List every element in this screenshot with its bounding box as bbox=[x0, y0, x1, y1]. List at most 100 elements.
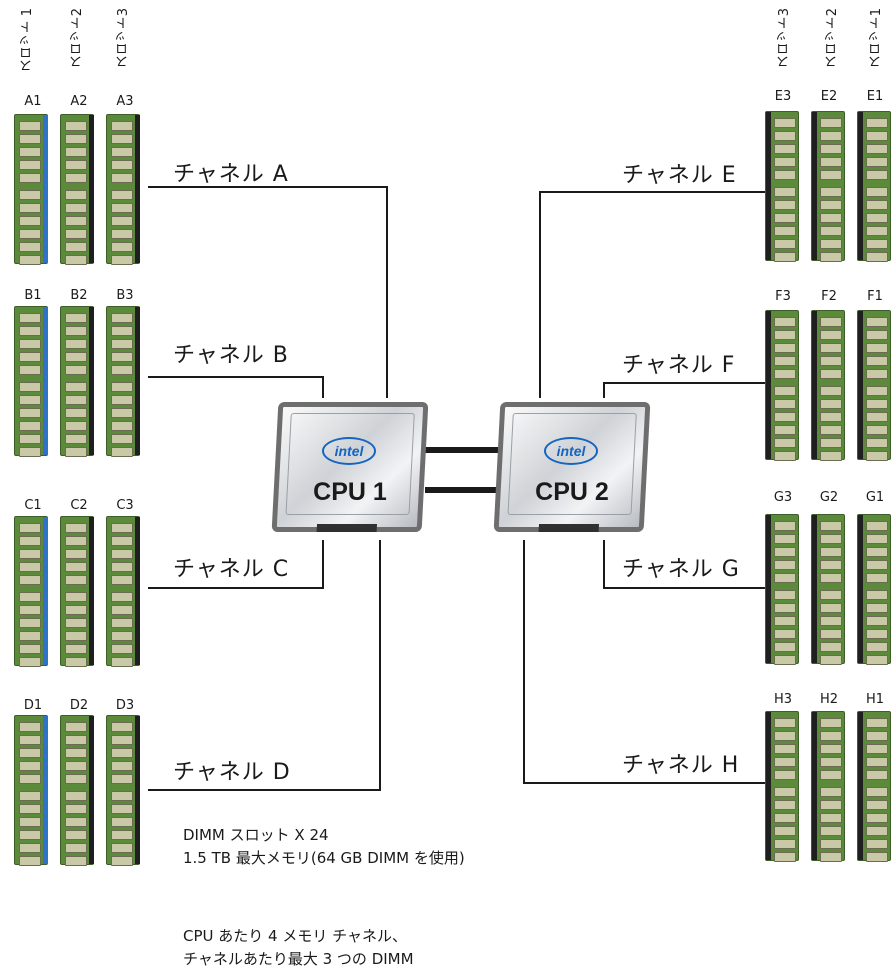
dimm-label-e2: E2 bbox=[814, 90, 844, 104]
dimm-module-a2 bbox=[60, 114, 94, 264]
dimm-label-h2: H2 bbox=[814, 693, 844, 707]
dimm-chip bbox=[19, 631, 41, 641]
dimm-label-d2: D2 bbox=[64, 699, 94, 713]
dimm-chip bbox=[111, 592, 133, 602]
dimm-label-g2: G2 bbox=[814, 491, 844, 505]
dimm-chip bbox=[65, 536, 87, 546]
dimm-chip bbox=[65, 631, 87, 641]
dimm-module-b3 bbox=[106, 306, 140, 456]
dimm-label-b2: B2 bbox=[64, 289, 94, 303]
dimm-chip bbox=[19, 229, 41, 239]
dimm-chip bbox=[820, 399, 842, 409]
dimm-label-a2: A2 bbox=[64, 95, 94, 109]
dimm-chip bbox=[111, 229, 133, 239]
dimm-chip bbox=[65, 843, 87, 853]
dimm-chip bbox=[19, 774, 41, 784]
dimm-chip bbox=[774, 787, 796, 797]
dimm-slot-latch-g1 bbox=[858, 515, 863, 663]
dimm-chip bbox=[820, 826, 842, 836]
dimm-chip bbox=[866, 826, 888, 836]
cpu-1-intel-logo: intel bbox=[322, 437, 376, 465]
dimm-chip bbox=[774, 616, 796, 626]
dimm-label-a1: A1 bbox=[18, 95, 48, 109]
dimm-chip bbox=[866, 118, 888, 128]
dimm-chip bbox=[19, 313, 41, 323]
dimm-chip bbox=[111, 255, 133, 265]
dimm-chip bbox=[866, 356, 888, 366]
dimm-chip bbox=[820, 118, 842, 128]
dimm-chip bbox=[111, 605, 133, 615]
dimm-chip bbox=[19, 242, 41, 252]
dimm-label-h1: H1 bbox=[860, 693, 890, 707]
dimm-chip bbox=[65, 447, 87, 457]
dimm-chip bbox=[774, 744, 796, 754]
dimm-chip bbox=[774, 131, 796, 141]
dimm-slot-latch-b3 bbox=[135, 307, 140, 455]
dimm-module-h3 bbox=[765, 711, 799, 861]
dimm-chip bbox=[866, 157, 888, 167]
wire-channel-f bbox=[604, 383, 766, 398]
dimm-chip bbox=[111, 735, 133, 745]
dimm-chip bbox=[866, 655, 888, 665]
dimm-chip bbox=[65, 856, 87, 866]
dimm-chip bbox=[19, 365, 41, 375]
dimm-chip bbox=[111, 843, 133, 853]
info-max-memory: 1.5 TB 最大メモリ(64 GB DIMM を使用) bbox=[183, 848, 465, 869]
dimm-chip bbox=[774, 356, 796, 366]
slot-header-left-3: スロット3 bbox=[117, 8, 131, 68]
dimm-label-g3: G3 bbox=[768, 491, 798, 505]
dimm-chip bbox=[820, 590, 842, 600]
dimm-chip bbox=[820, 131, 842, 141]
dimm-label-e1: E1 bbox=[860, 90, 890, 104]
dimm-module-d1 bbox=[14, 715, 48, 865]
dimm-chip bbox=[111, 121, 133, 131]
dimm-chip bbox=[65, 134, 87, 144]
dimm-chip bbox=[111, 748, 133, 758]
dimm-chip bbox=[65, 592, 87, 602]
dimm-chip bbox=[65, 575, 87, 585]
dimm-chip bbox=[774, 560, 796, 570]
dimm-chip bbox=[866, 852, 888, 862]
dimm-chip bbox=[774, 425, 796, 435]
dimm-chip bbox=[65, 791, 87, 801]
dimm-chip bbox=[19, 748, 41, 758]
dimm-chip bbox=[866, 187, 888, 197]
dimm-slot-latch-b1 bbox=[43, 307, 48, 455]
dimm-chip bbox=[820, 770, 842, 780]
dimm-chip bbox=[19, 190, 41, 200]
dimm-chip bbox=[19, 536, 41, 546]
dimm-chip bbox=[820, 317, 842, 327]
dimm-chip bbox=[65, 190, 87, 200]
dimm-module-e3 bbox=[765, 111, 799, 261]
dimm-chip bbox=[820, 629, 842, 639]
dimm-label-g1: G1 bbox=[860, 491, 890, 505]
dimm-chip bbox=[111, 134, 133, 144]
dimm-chip bbox=[820, 744, 842, 754]
dimm-chip bbox=[866, 642, 888, 652]
slot-header-right-2: スロット2 bbox=[826, 8, 840, 68]
dimm-chip bbox=[774, 252, 796, 262]
channel-label-h: チャネル H bbox=[622, 753, 739, 779]
dimm-chip bbox=[65, 229, 87, 239]
dimm-chip bbox=[820, 451, 842, 461]
dimm-chip bbox=[19, 562, 41, 572]
channel-label-d: チャネル D bbox=[173, 760, 291, 786]
dimm-chip bbox=[19, 160, 41, 170]
slot-header-left-2: スロット2 bbox=[71, 8, 85, 68]
dimm-chip bbox=[19, 134, 41, 144]
channel-label-g: チャネル G bbox=[622, 557, 740, 583]
dimm-chip bbox=[65, 434, 87, 444]
dimm-chip bbox=[111, 447, 133, 457]
dimm-chip bbox=[111, 631, 133, 641]
dimm-chip bbox=[65, 761, 87, 771]
dimm-module-g2 bbox=[811, 514, 845, 664]
dimm-label-f2: F2 bbox=[814, 290, 844, 304]
dimm-label-d3: D3 bbox=[110, 699, 140, 713]
dimm-chip bbox=[111, 830, 133, 840]
dimm-chip bbox=[111, 408, 133, 418]
dimm-chip bbox=[774, 200, 796, 210]
dimm-chip bbox=[866, 534, 888, 544]
dimm-chip bbox=[19, 434, 41, 444]
dimm-chip bbox=[65, 830, 87, 840]
dimm-chip bbox=[820, 757, 842, 767]
